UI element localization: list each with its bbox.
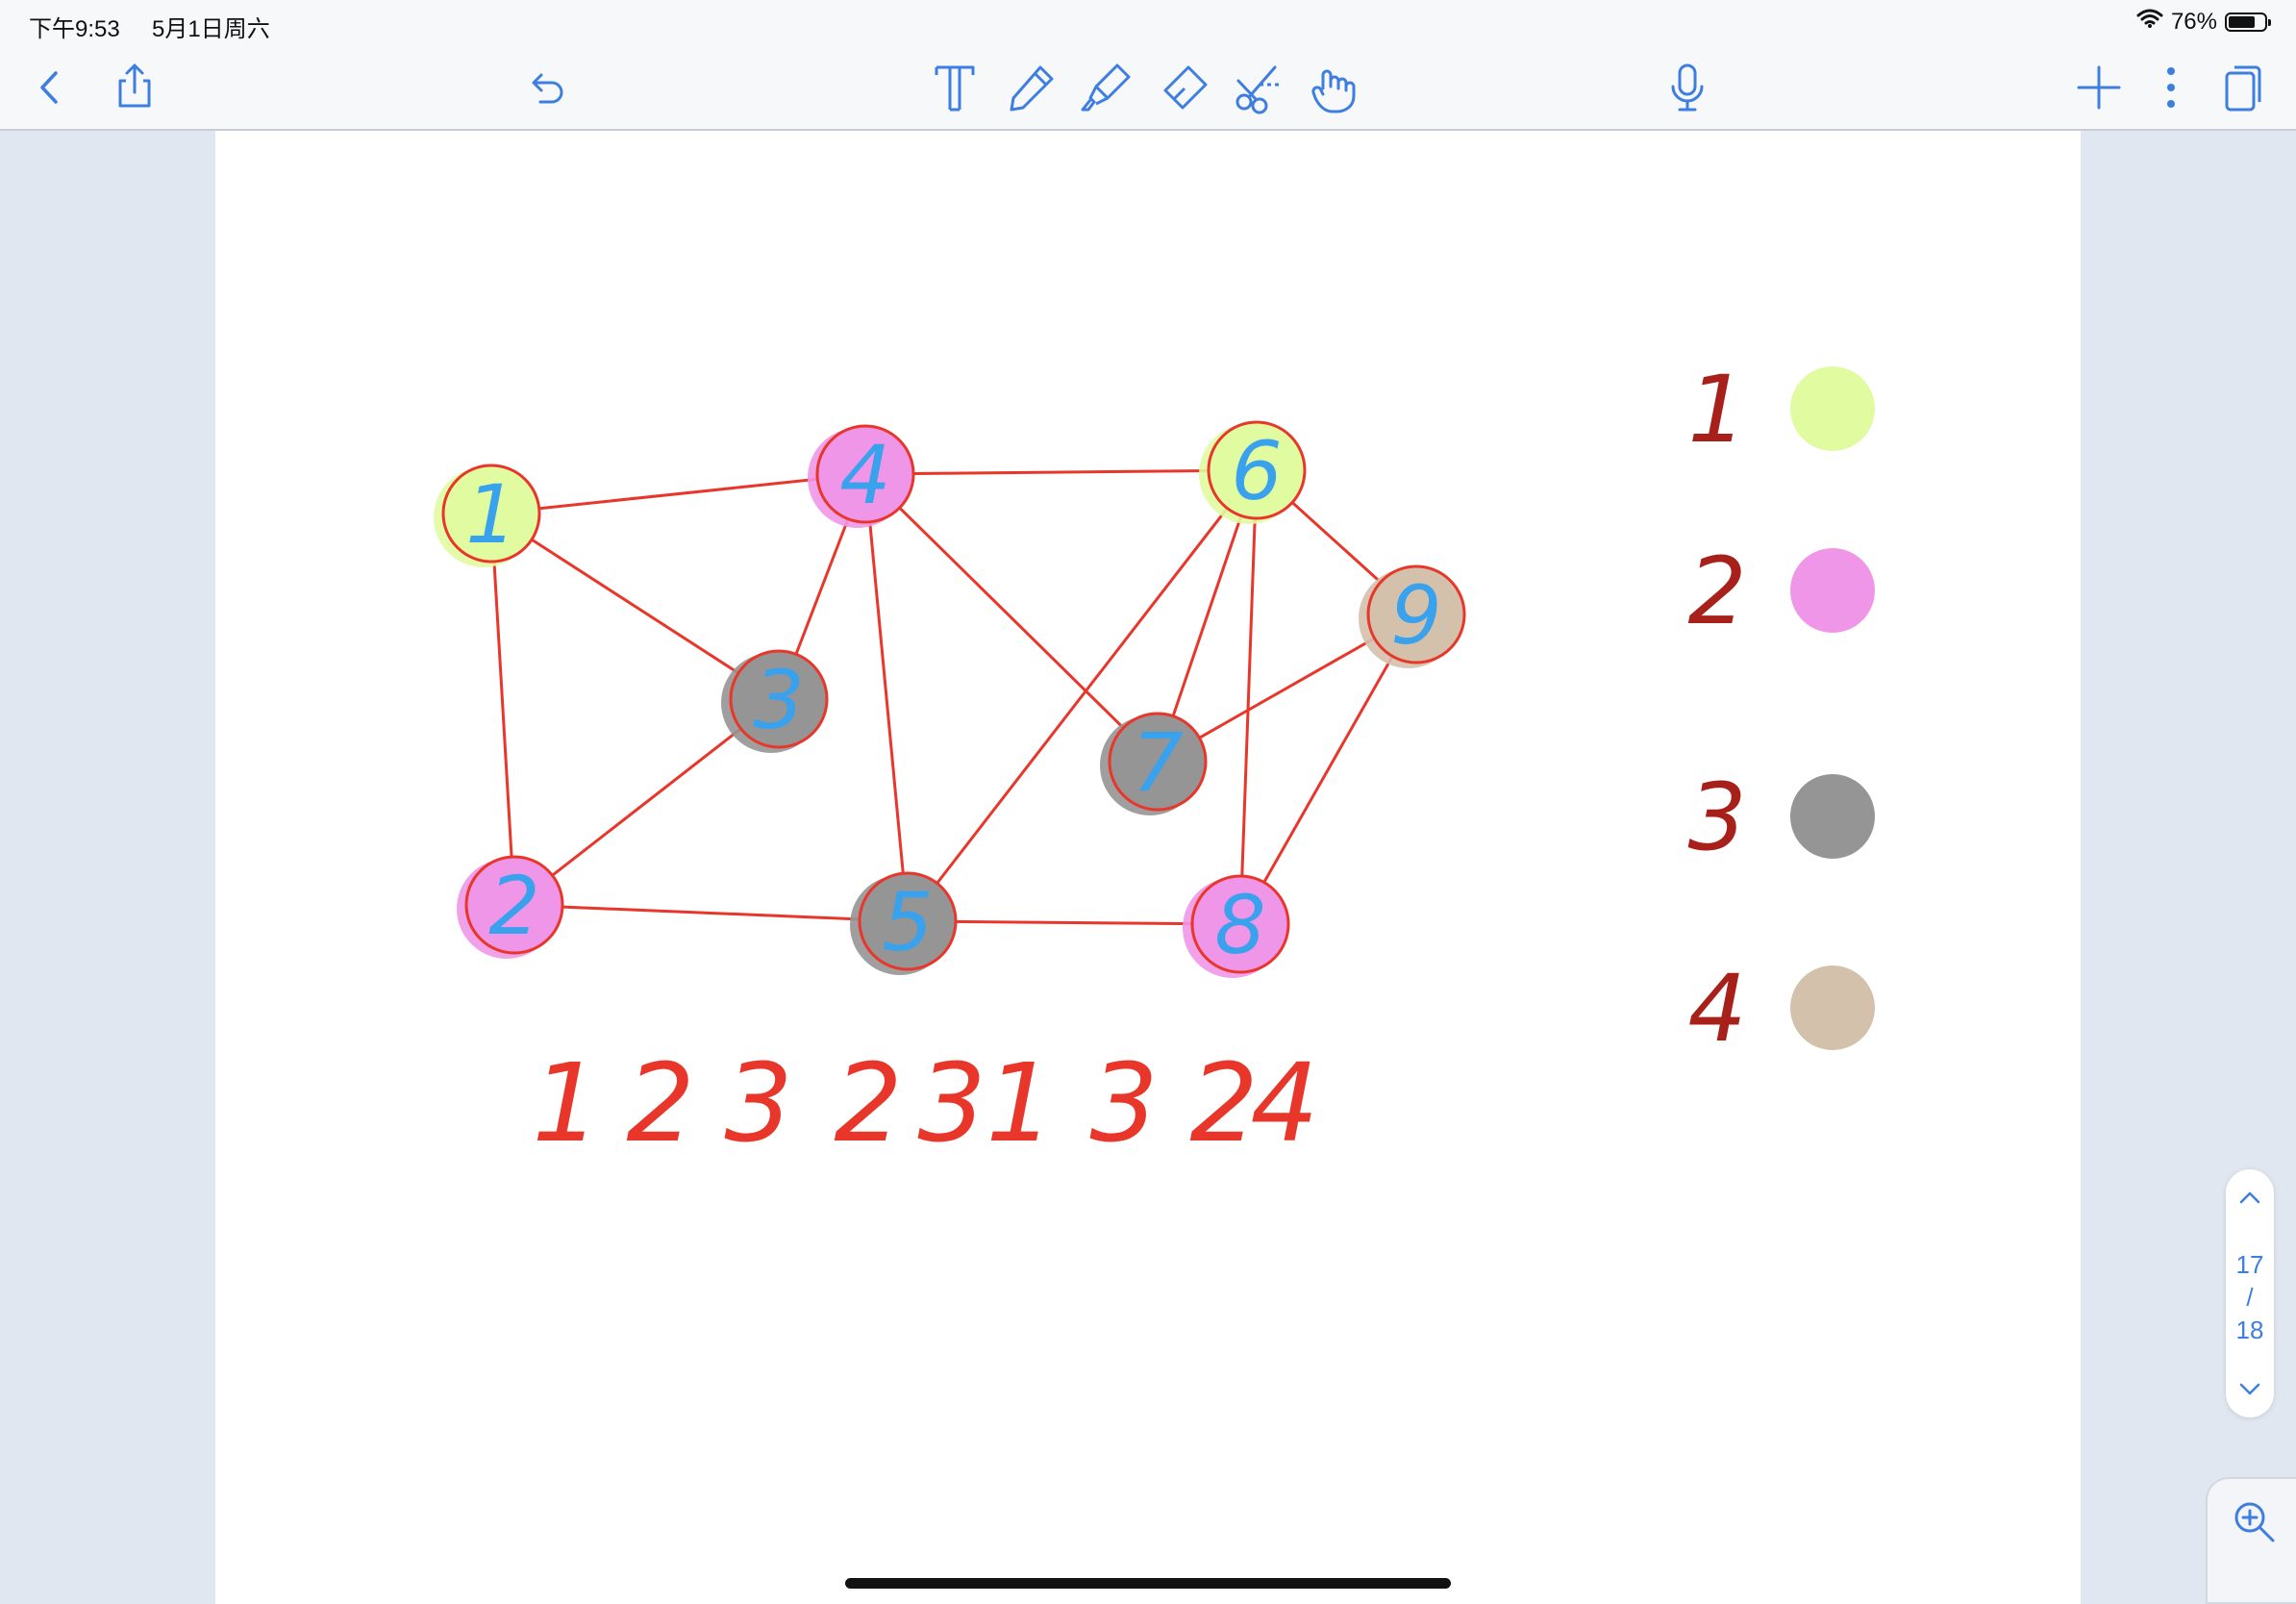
graph-nodes: 1 4 6 9 3 7 2 5 8 (434, 420, 1466, 978)
graph-edges (489, 468, 1418, 926)
page-separator: / (2246, 1283, 2254, 1312)
sequence-digit-2: 2 (626, 1041, 694, 1166)
graph-node-4: 4 (808, 424, 915, 528)
graph-edge-4-5 (863, 472, 910, 923)
microphone-button[interactable] (1656, 56, 1719, 119)
sequence-digit-5: 3 (917, 1041, 986, 1166)
graph-edge-1-3 (489, 512, 781, 701)
graph-node-6: 6 (1199, 420, 1307, 524)
legend-label-1: 1 (1687, 356, 1746, 464)
highlighter-tool-button[interactable] (1075, 56, 1138, 119)
chevron-up-icon (2239, 1191, 2260, 1204)
home-indicator (845, 1578, 1451, 1589)
text-tool-icon (935, 65, 975, 112)
graph-node-label: 9 (1390, 568, 1441, 663)
eraser-tool-button[interactable] (1152, 56, 1215, 119)
graph-node-9: 9 (1359, 564, 1466, 668)
graph-node-5: 5 (850, 871, 958, 975)
undo-icon (532, 73, 563, 104)
legend-swatch-4 (1790, 965, 1875, 1050)
graph-node-label: 6 (1231, 424, 1282, 518)
legend-label-3: 3 (1687, 764, 1746, 871)
toolbar (0, 44, 2296, 131)
sequence-digit-6: 1 (986, 1041, 1054, 1166)
zoom-in-icon (2234, 1502, 2275, 1542)
graph-node-label: 1 (465, 467, 516, 562)
text-tool-button[interactable] (923, 56, 986, 119)
battery-percent: 76% (2170, 8, 2217, 35)
legend-swatch-1 (1790, 366, 1875, 451)
sequence-digit-4: 2 (834, 1041, 902, 1166)
microphone-icon (1671, 63, 1704, 112)
pages-icon (2225, 65, 2261, 112)
add-button[interactable] (2067, 56, 2131, 119)
chevron-down-icon (2239, 1383, 2260, 1395)
legend-label-4: 4 (1687, 955, 1746, 1063)
more-button[interactable] (2139, 56, 2203, 119)
status-right: 76% (2136, 8, 2271, 36)
status-time: 下午9:53 (29, 16, 120, 42)
pen-tool-button[interactable] (1000, 56, 1063, 119)
back-icon (40, 71, 58, 104)
hand-pointer-button[interactable] (1302, 56, 1365, 119)
legend-swatch-3 (1790, 774, 1875, 859)
graph-node-8: 8 (1183, 874, 1290, 978)
add-icon (2077, 65, 2121, 110)
lasso-scissors-button[interactable] (1227, 56, 1290, 119)
back-button[interactable] (19, 56, 83, 119)
graph-node-label: 5 (882, 875, 933, 969)
graph-edge-2-5 (512, 903, 910, 923)
zoom-button[interactable] (2206, 1477, 2296, 1604)
graph-node-label: 2 (488, 859, 539, 953)
graph-node-1: 1 (434, 464, 541, 567)
graph-edge-1-4 (489, 472, 867, 515)
battery-fill (2229, 15, 2255, 28)
sequence-digit-9: 4 (1250, 1041, 1318, 1166)
previous-page-button[interactable] (2226, 1179, 2274, 1217)
legend-swatch-2 (1790, 548, 1875, 633)
current-page-number: 17 (2235, 1250, 2264, 1279)
pen-tool-icon (1010, 65, 1054, 112)
page-navigator: 17 / 18 (2226, 1169, 2274, 1417)
graph-node-label: 8 (1214, 878, 1265, 972)
graph-edge-9-8 (1238, 613, 1418, 926)
graph-node-2: 2 (457, 855, 564, 959)
hand-pointer-icon (1311, 69, 1356, 113)
undo-button[interactable] (513, 56, 577, 119)
graph-edge-6-8 (1238, 468, 1259, 926)
total-pages: 18 (2235, 1316, 2264, 1344)
status-bar: 下午9:53 5月1日周六 76% (0, 0, 2296, 44)
battery-icon (2225, 12, 2271, 32)
graph-edge-4-7 (863, 472, 1160, 764)
sequence-digit-7: 3 (1089, 1041, 1158, 1166)
graph-node-7: 7 (1100, 712, 1208, 815)
lasso-scissors-icon (1235, 65, 1283, 114)
graph-node-label: 7 (1132, 715, 1183, 810)
sequence-digit-8: 2 (1189, 1041, 1258, 1166)
graph-edge-1-2 (489, 512, 516, 907)
status-date: 5月1日周六 (152, 16, 270, 42)
share-button[interactable] (103, 56, 166, 119)
graph-node-label: 4 (839, 428, 890, 522)
color-legend: 1 2 3 4 (1687, 356, 1875, 1063)
graph-node-3: 3 (721, 649, 829, 753)
legend-label-2: 2 (1687, 538, 1746, 645)
share-icon (118, 63, 151, 108)
eraser-tool-icon (1163, 65, 1208, 110)
sequence-digit-3: 3 (724, 1041, 792, 1166)
graph-node-label: 3 (753, 653, 804, 747)
more-icon (2167, 67, 2175, 108)
highlighter-tool-icon (1081, 63, 1131, 112)
pages-button[interactable] (2211, 56, 2275, 119)
next-page-button[interactable] (2226, 1369, 2274, 1408)
graph-edge-4-6 (863, 468, 1259, 476)
graph-edge-5-6 (906, 468, 1259, 923)
sequence-digit-1: 1 (532, 1041, 600, 1166)
wifi-icon (2136, 8, 2163, 36)
